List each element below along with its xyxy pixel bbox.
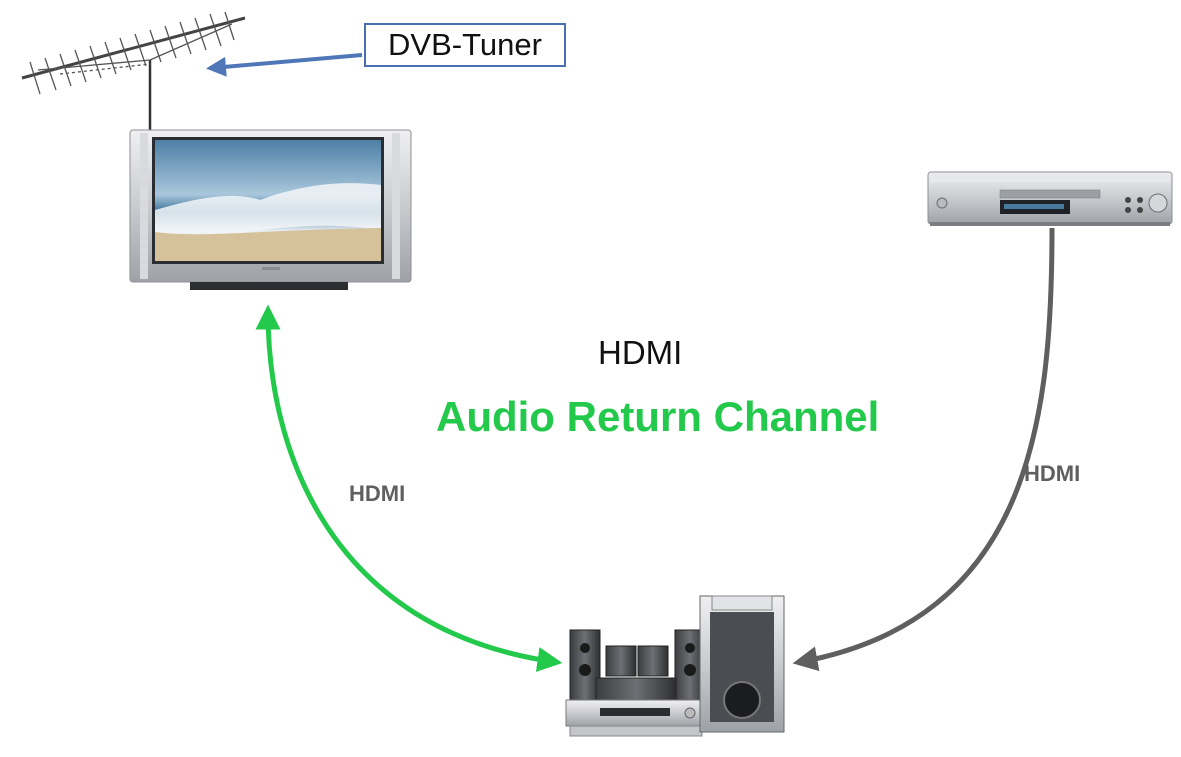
link-label-player-receiver: HDMI xyxy=(1024,461,1081,486)
tuner-arrow xyxy=(206,53,363,77)
dvd-player-icon xyxy=(927,171,1173,226)
arc-link-arrow xyxy=(255,304,563,672)
dvb-tuner-label-box: DVB-Tuner xyxy=(364,23,566,67)
feature-title: Audio Return Channel xyxy=(436,393,880,440)
home-theater-receiver-icon xyxy=(565,595,785,737)
connection-title: HDMI xyxy=(598,334,683,371)
dvb-tuner-label: DVB-Tuner xyxy=(388,27,542,62)
player-link-arrow xyxy=(792,227,1055,672)
flat-tv-icon xyxy=(129,129,412,290)
link-label-tv-receiver: HDMI xyxy=(349,481,406,506)
antenna-icon xyxy=(21,11,246,130)
